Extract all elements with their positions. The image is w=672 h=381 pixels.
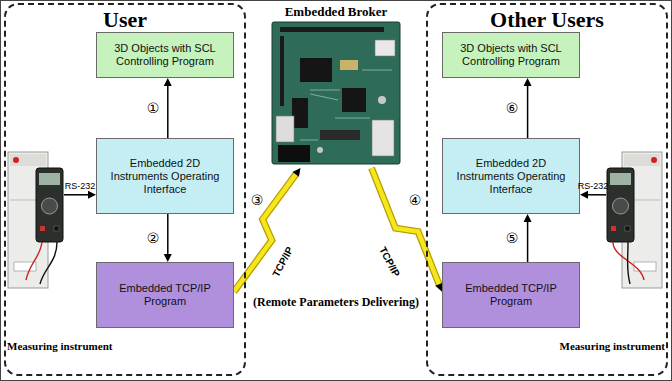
instrument-label: Measuring instrument [560, 340, 665, 353]
protocol-label: TCP/IP [376, 245, 402, 279]
box-text: Embedded 2D Instruments Operating Interf… [448, 157, 574, 196]
tcpip-box: Embedded TCP/IP Program [442, 262, 580, 328]
measuring-instrument: Measuring instrument [6, 150, 64, 290]
program-box: 3D Objects with SCL Controlling Program [96, 32, 234, 78]
box-text: 3D Objects with SCL Controlling Program [102, 42, 228, 68]
callout-number: ② [147, 230, 160, 246]
arrow-line [167, 85, 169, 138]
bolt-core [372, 168, 440, 285]
interface-box: Embedded 2D Instruments Operating Interf… [96, 138, 234, 214]
flow-arrow [524, 214, 532, 262]
measuring-instrument-picture [8, 152, 63, 288]
protocol-label: TCP/IP [270, 245, 296, 279]
arrow-head [164, 78, 172, 86]
interface-box: Embedded 2D Instruments Operating Interf… [442, 138, 580, 214]
measuring-instrument-picture [607, 152, 662, 288]
port-label: RS-232 [65, 181, 96, 192]
callout-number: ① [147, 100, 160, 116]
box-text: Embedded TCP/IP Program [102, 282, 228, 308]
broker-board-picture [272, 22, 400, 164]
lightning-link [234, 168, 300, 292]
arrow-head [88, 191, 96, 199]
flow-arrow [64, 191, 96, 199]
lightning-link [372, 168, 443, 292]
callout-number: ③ [251, 192, 264, 208]
bolt-edge [372, 168, 440, 285]
arrow-head [293, 168, 301, 177]
broker-title: Embedded Broker [262, 4, 410, 19]
callout-number: ⑤ [506, 230, 519, 246]
bolt-edge [234, 174, 296, 292]
region-title: User [6, 8, 244, 32]
arrow-line [64, 194, 89, 196]
box-text: 3D Objects with SCL Controlling Program [448, 42, 574, 68]
measuring-instrument: Measuring instrument [606, 150, 664, 290]
arrow-head [524, 214, 532, 222]
arrow-head [164, 254, 172, 262]
arrow-head [524, 78, 532, 86]
program-box: 3D Objects with SCL Controlling Program [442, 32, 580, 78]
arrow-line [527, 221, 529, 262]
caption-note: (Remote Parameters Delivering) [253, 295, 419, 309]
box-text: Embedded 2D Instruments Operating Interf… [102, 157, 228, 196]
callout-number: ⑥ [506, 100, 519, 116]
flow-arrow [580, 191, 606, 199]
arrow-head [580, 191, 588, 199]
flow-arrow [524, 78, 532, 138]
flow-arrow [164, 214, 172, 262]
region-title: Other Users [428, 8, 666, 32]
port-label: RS-232 [578, 181, 609, 192]
tcpip-box: Embedded TCP/IP Program [96, 262, 234, 328]
arrow-line [167, 214, 169, 255]
callout-number: ④ [409, 192, 422, 208]
user-region: User 3D Objects with SCL Controlling Prog… [4, 3, 246, 376]
other-users-region: Other Users 3D Objects with SCL Controlli… [426, 3, 668, 376]
arrow-line [587, 194, 606, 196]
instrument-label: Measuring instrument [7, 340, 112, 353]
embedded-broker: Embedded Broker [262, 2, 410, 168]
box-text: Embedded TCP/IP Program [448, 282, 574, 308]
flow-arrow [164, 78, 172, 138]
bolt-core [234, 174, 296, 292]
arrow-line [527, 85, 529, 138]
